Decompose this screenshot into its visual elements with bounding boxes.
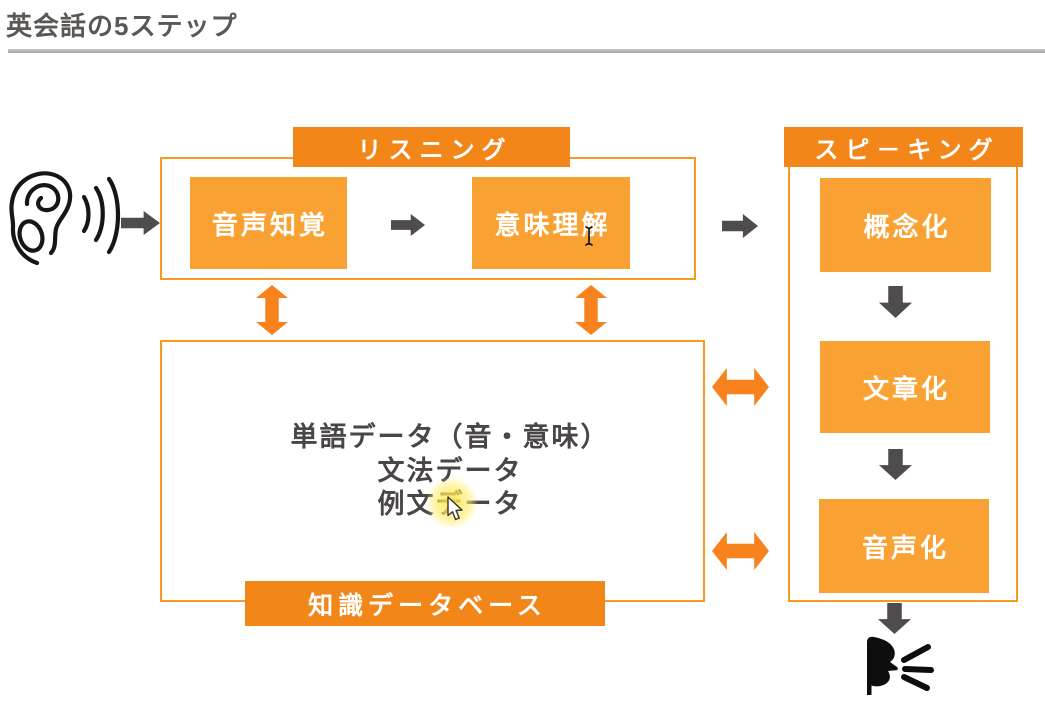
mouse-cursor <box>447 496 463 521</box>
flow-arrow-icon <box>878 603 911 634</box>
step-box-meaning-comprehension: 意味理解 <box>472 177 630 269</box>
knowledge-base-section <box>160 340 705 602</box>
step-box-speech-perception: 音声知覚 <box>190 177 347 269</box>
speaking-mouth-icon <box>867 636 934 695</box>
ear-listening-icon <box>9 171 120 266</box>
listening-header: リスニング <box>293 127 570 167</box>
double-arrow-icon <box>712 532 769 570</box>
knowledge-base-contents: 単語データ（音・意味） 文法データ 例文データ <box>170 421 730 522</box>
input-flow-arrow-icon <box>121 211 160 235</box>
text-cursor-icon <box>585 226 593 246</box>
speaking-header: スピ－キング <box>784 127 1023 167</box>
step-box-conceptualization: 概念化 <box>820 178 991 272</box>
title-underline <box>8 49 1045 53</box>
double-arrow-icon <box>712 368 769 406</box>
step-box-articulation: 音声化 <box>819 499 989 593</box>
sound-waves-icon <box>81 176 120 255</box>
page-title: 英会話の5ステップ <box>6 11 238 41</box>
kb-line-word-data: 単語データ（音・意味） <box>290 422 610 452</box>
knowledge-base-header: 知識データベース <box>245 581 605 626</box>
double-arrow-icon <box>575 285 607 335</box>
step-box-formulation: 文章化 <box>820 341 990 433</box>
flow-arrow-icon <box>722 214 758 238</box>
double-arrow-icon <box>256 285 288 335</box>
